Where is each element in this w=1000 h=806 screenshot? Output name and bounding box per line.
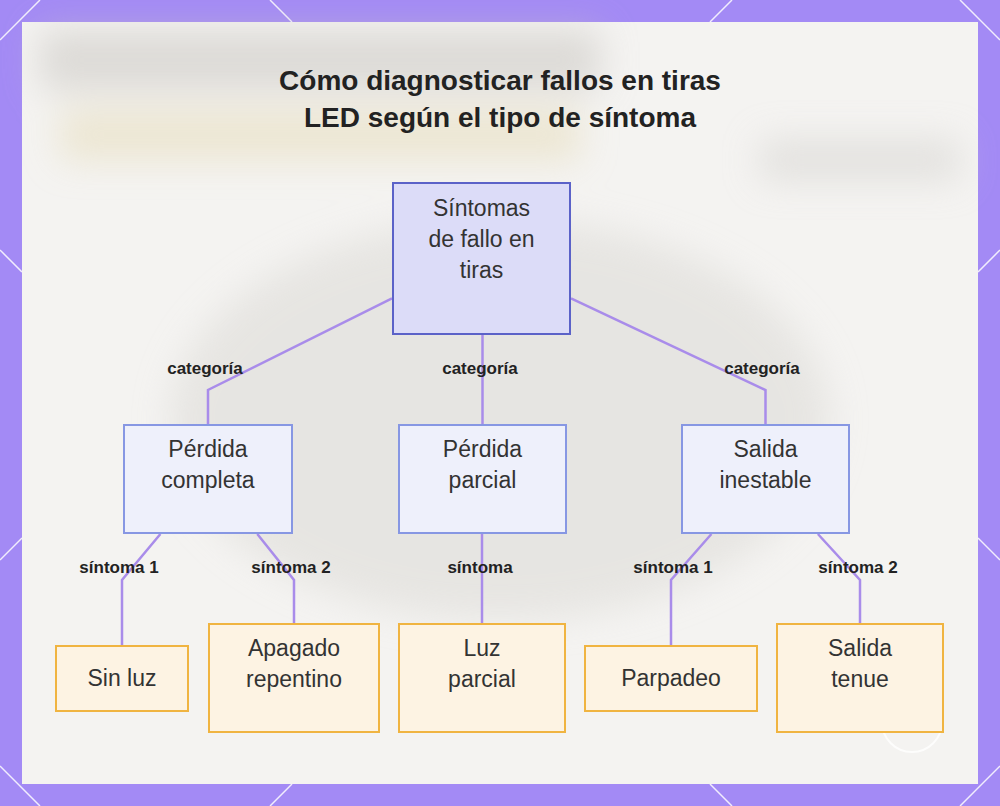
node-text: Síntomas de fallo en tiras [422,193,542,286]
symptom-box: Luz parcial [398,623,566,733]
edge-label: síntoma [447,558,512,578]
edge-label: categoría [724,359,800,379]
node-text: Apagado repentino [239,633,349,695]
blurred-photo [40,30,960,620]
edge-label: categoría [167,359,243,379]
connector [257,534,294,623]
connector [671,534,711,645]
node-text: Pérdida completa [138,434,278,496]
node-text: Sin luz [87,663,156,694]
panel [22,22,978,784]
root-box: Síntomas de fallo en tiras [392,182,571,335]
node-text: Salida tenue [815,633,905,695]
category-box: Pérdida parcial [398,424,567,534]
symptom-box: Salida tenue [776,623,944,733]
connector [122,534,160,645]
diagram-title: Cómo diagnosticar fallos en tiras LED se… [250,62,750,136]
connector [481,534,484,623]
category-box: Pérdida completa [123,424,293,534]
edge-label: categoría [442,359,518,379]
edge-label: síntoma 1 [633,558,712,578]
symptom-box: Apagado repentino [208,623,380,733]
edge-label: síntoma 2 [818,558,897,578]
symptom-box: Sin luz [55,645,189,712]
connector [818,534,860,623]
connector [481,335,484,424]
node-text: Luz parcial [437,633,527,695]
symptom-box: Parpadeo [584,645,758,712]
node-text: Pérdida parcial [413,434,553,496]
edge-label: síntoma 1 [79,558,158,578]
node-text: Parpadeo [621,663,721,694]
category-box: Salida inestable [681,424,850,534]
node-text: Salida inestable [696,434,836,496]
edge-label: síntoma 2 [251,558,330,578]
